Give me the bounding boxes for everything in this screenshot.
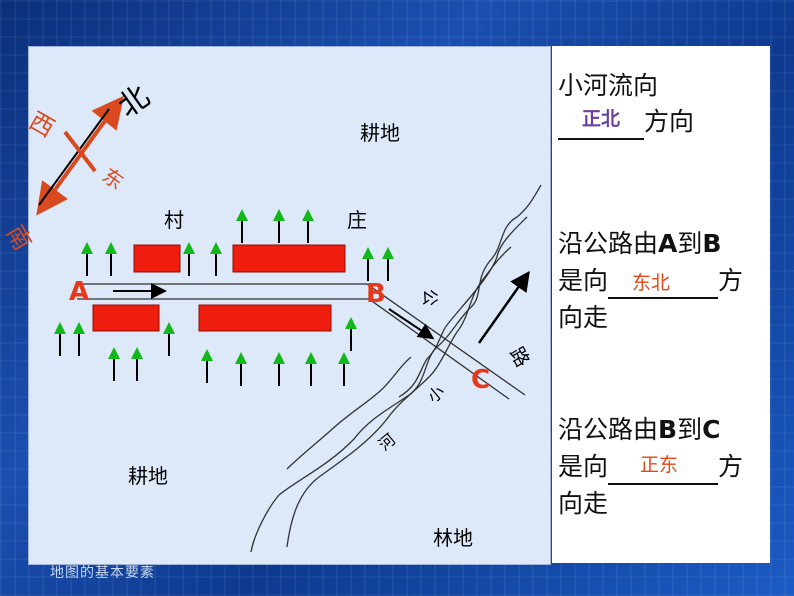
farmland-label-bottom: 耕地 xyxy=(128,464,168,488)
tree-icon xyxy=(73,322,85,356)
map-panel: 北 西 东 南 耕地 村 庄 耕地 林地 A B C 公 路 小 河 xyxy=(1,46,551,565)
q2-line2: 是向 方 xyxy=(558,263,743,299)
q3-line2: 是向 方 xyxy=(558,449,743,485)
tree-icon xyxy=(236,209,248,243)
q2-from: A xyxy=(658,229,678,258)
farmland-label-top: 耕地 xyxy=(360,121,400,145)
tree-icon xyxy=(201,349,213,383)
q2-prefix: 沿公路由 xyxy=(558,229,659,258)
q2-line2-suffix: 方 xyxy=(718,266,744,295)
tree-icon xyxy=(131,347,143,381)
tree-icon xyxy=(105,242,117,276)
road-label-1: 公 xyxy=(419,289,439,306)
map-drawing xyxy=(36,95,542,553)
q3-blank[interactable] xyxy=(608,457,719,485)
q1-blank[interactable] xyxy=(558,112,644,140)
q1-line1: 小河流向 xyxy=(558,71,659,100)
q2-mid: 到 xyxy=(677,229,703,258)
q2-to: B xyxy=(702,229,722,258)
q3-mid: 到 xyxy=(677,415,703,444)
compass-north-arrow xyxy=(91,95,124,131)
tree-icon xyxy=(305,352,317,386)
compass-east-west-axis xyxy=(63,130,97,173)
q2-line2-prefix: 是向 xyxy=(558,266,609,295)
village-houses xyxy=(92,244,346,332)
tree-icon xyxy=(345,317,357,351)
q1-answer: 正北 xyxy=(582,108,621,130)
tree-icon xyxy=(382,247,394,281)
q3-from: B xyxy=(658,415,678,444)
tree-icon xyxy=(108,347,120,381)
q2-answer: 东北 xyxy=(632,272,671,294)
tree-icon xyxy=(362,247,374,281)
road xyxy=(77,270,530,400)
question-panel: 小河流向 方向 正北 沿公路由A到B 是向方 东北 向走 沿公路由B到C 是向方… xyxy=(552,46,770,563)
tree-icon xyxy=(54,322,66,356)
q3-line2-prefix: 是向 xyxy=(558,452,609,481)
river xyxy=(250,184,542,553)
tree-icon xyxy=(210,242,222,276)
village-label-2: 庄 xyxy=(347,208,367,232)
q3-answer: 正东 xyxy=(640,454,679,476)
tree-icon xyxy=(273,352,285,386)
point-c-label: C xyxy=(471,365,491,395)
tree-icon xyxy=(302,209,314,243)
tree-icon xyxy=(235,352,247,386)
tree-icon xyxy=(273,209,285,243)
compass-center-line xyxy=(38,108,110,206)
q3-line2-suffix: 方 xyxy=(718,452,744,481)
tree-icon xyxy=(338,352,350,386)
road-arrow-b-c xyxy=(388,308,435,340)
q1-line2: 方向 xyxy=(558,104,694,140)
point-b-label: B xyxy=(366,279,386,309)
tree-icon xyxy=(183,242,195,276)
q3-to: C xyxy=(702,415,721,444)
q2-line1: 沿公路由A到B xyxy=(558,226,721,262)
q1-suffix: 方向 xyxy=(644,107,695,136)
q2-blank[interactable] xyxy=(608,271,719,299)
compass-rose xyxy=(36,95,124,216)
tree-icon xyxy=(163,322,175,356)
forest-label: 林地 xyxy=(433,526,473,550)
footer-caption: 地图的基本要素 xyxy=(50,565,155,581)
q3-prefix: 沿公路由 xyxy=(558,415,659,444)
q3-line3: 向走 xyxy=(558,489,609,518)
q3-line1: 沿公路由B到C xyxy=(558,412,720,448)
river-flow-arrow xyxy=(477,270,530,344)
village-label-1: 村 xyxy=(164,208,184,232)
trees xyxy=(54,209,394,386)
q2-line3: 向走 xyxy=(558,303,609,332)
point-a-label: A xyxy=(69,277,90,307)
tree-icon xyxy=(81,242,93,276)
